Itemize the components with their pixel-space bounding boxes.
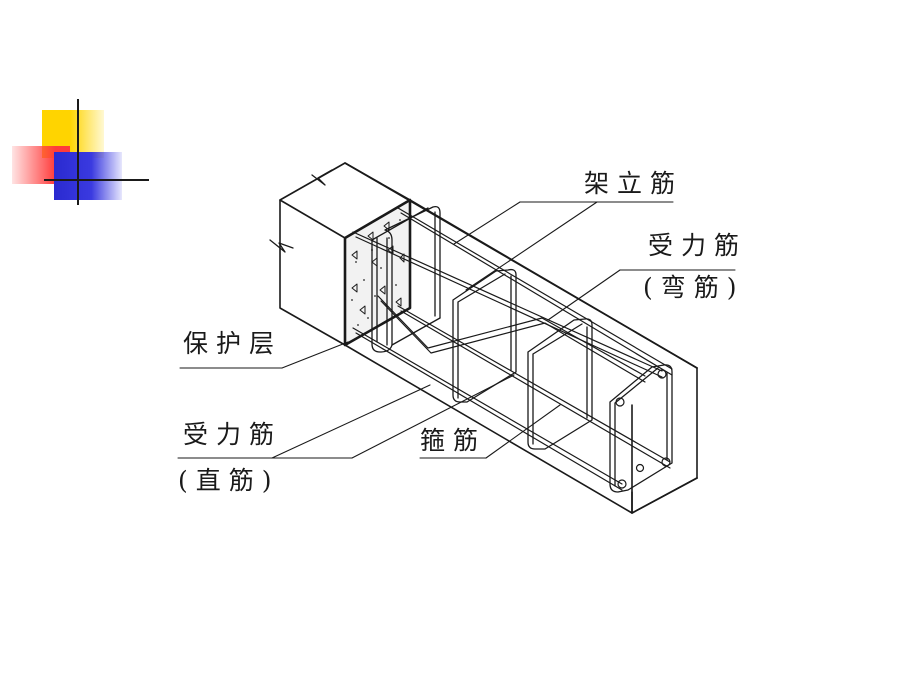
- label-bent-bar-title: 受力筋: [648, 231, 748, 260]
- label-stirrup: 箍筋: [420, 426, 487, 455]
- vertical-line: [77, 99, 79, 205]
- label-cover: 保护层: [183, 329, 283, 358]
- label-straight-bar-sub: (直筋): [178, 466, 280, 495]
- bar-ends: [615, 369, 671, 489]
- beam-outline: [269, 162, 698, 514]
- corner-ornament: [0, 95, 160, 210]
- label-straight-bar-title: 受力筋: [183, 420, 283, 449]
- label-bent-bar-sub: (弯筋): [643, 273, 745, 302]
- blue-square: [54, 152, 122, 200]
- horizontal-line: [44, 179, 149, 181]
- stirrups: [371, 205, 673, 493]
- longitudinal-bars: [352, 207, 673, 491]
- label-erection-bar: 架立筋: [584, 169, 684, 198]
- leader-lines: [177, 201, 736, 459]
